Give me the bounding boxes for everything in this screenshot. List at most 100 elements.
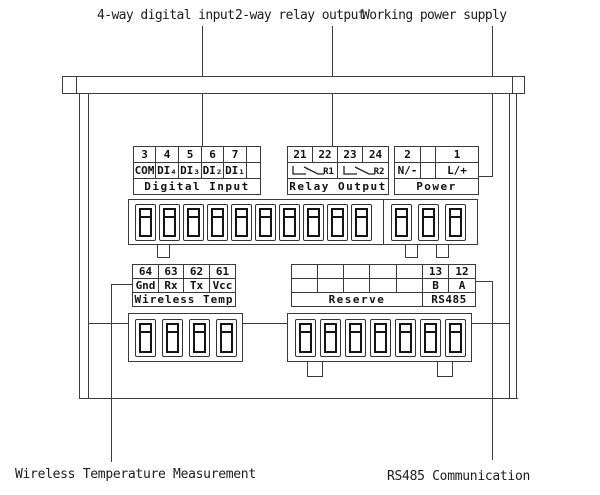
terminal-screw [255, 204, 276, 241]
leader-line-power-vertical [492, 26, 493, 177]
upper-left-terminals [135, 204, 372, 241]
empty-cell [369, 278, 397, 293]
leader-line-wireless-horizontal [111, 284, 132, 285]
terminal-screw [162, 319, 183, 357]
signal-name: COM [133, 162, 156, 179]
section-label-wireless-temp: Wireless Temp [132, 292, 236, 307]
leader-line-wireless-vertical [111, 284, 112, 462]
empty-cell [396, 278, 423, 293]
signal-name: N/- [394, 162, 421, 179]
annotation-digital-input: 4-way digital input [97, 8, 235, 23]
enclosure-left-ear [62, 76, 77, 94]
mounting-tab [405, 245, 418, 258]
annotation-working-power: Working power supply [362, 8, 507, 23]
terminal-number: 24 [362, 146, 389, 163]
terminal-screw [279, 204, 300, 241]
empty-cell [291, 278, 318, 293]
signal-name: Vcc [209, 278, 236, 293]
relay-output-table: 21 22 23 24 R1 R2 [287, 146, 389, 195]
lower-left-terminals [135, 319, 237, 357]
terminal-screw [231, 204, 252, 241]
terminal-number: 5 [178, 146, 202, 163]
terminal-number: 61 [209, 264, 236, 279]
empty-cell [246, 146, 261, 163]
relay-contact-cell: R2 [337, 162, 389, 179]
annotation-wireless-temperature: Wireless Temperature Measurement [15, 467, 256, 482]
mounting-tab [437, 362, 453, 377]
empty-cell [246, 162, 261, 179]
empty-cell [317, 278, 344, 293]
terminal-number: 7 [223, 146, 247, 163]
signal-name: DI₃ [178, 162, 202, 179]
terminal-screw [189, 319, 210, 357]
leader-line-rs485-vertical [492, 281, 493, 460]
relay-label: R1 [323, 167, 334, 177]
terminal-number: 63 [158, 264, 184, 279]
relay-contact-icon [342, 166, 375, 175]
terminal-screw [351, 204, 372, 241]
empty-cell [420, 146, 436, 163]
terminal-screw [345, 319, 366, 357]
relay-contact-icon [292, 166, 325, 175]
lower-right-connector [287, 313, 472, 362]
terminal-screw [445, 204, 466, 241]
lower-right-terminals [295, 319, 466, 357]
section-label-reserve: Reserve [291, 292, 423, 307]
terminal-screw [320, 319, 341, 357]
terminal-number: 4 [155, 146, 179, 163]
terminal-screw [370, 319, 391, 357]
relay-contact-cell: R1 [287, 162, 338, 179]
terminal-number: 64 [132, 264, 159, 279]
empty-cell [420, 162, 436, 179]
terminal-number: 2 [394, 146, 421, 163]
terminal-screw [303, 204, 324, 241]
empty-cell [291, 264, 318, 279]
enclosure-right-wall [509, 94, 517, 398]
terminal-number: 3 [133, 146, 156, 163]
section-label-digital-input: Digital Input [133, 178, 261, 195]
signal-name: Gnd [132, 278, 159, 293]
terminal-screw [420, 319, 441, 357]
mounting-tab [436, 245, 449, 258]
empty-cell [396, 264, 423, 279]
terminal-screw [159, 204, 180, 241]
section-label-relay-output: Relay Output [287, 178, 389, 195]
empty-cell [369, 264, 397, 279]
digital-input-table: 3 4 5 6 7 COM DI₄ DI₃ DI₂ DI₁ Digital In… [133, 146, 261, 195]
terminal-screw [295, 319, 316, 357]
mounting-tab [157, 245, 170, 258]
terminal-screw [135, 204, 156, 241]
signal-name: DI₂ [201, 162, 224, 179]
annotation-relay-output: 2-way relay output [235, 8, 366, 23]
enclosure-right-ear [512, 76, 525, 94]
terminal-number: 62 [183, 264, 210, 279]
terminal-screw [418, 204, 439, 241]
enclosure-top-bar [76, 76, 513, 94]
terminal-screw [391, 204, 412, 241]
terminal-screw [395, 319, 416, 357]
enclosure-bottom-edge [79, 398, 518, 399]
terminal-number: 23 [337, 146, 363, 163]
terminal-screw [207, 204, 228, 241]
signal-name: Tx [183, 278, 210, 293]
terminal-screw [216, 319, 237, 357]
strip-divider [383, 200, 384, 244]
terminal-number: 6 [201, 146, 224, 163]
signal-name: Rx [158, 278, 184, 293]
signal-name: A [448, 278, 476, 293]
leader-line-rs485-horizontal [475, 281, 492, 282]
signal-name: DI₄ [155, 162, 179, 179]
signal-name: DI₁ [223, 162, 247, 179]
terminal-number: 1 [435, 146, 479, 163]
terminal-number: 12 [448, 264, 476, 279]
power-table: 2 1 N/- L/+ Power [394, 146, 479, 195]
terminal-number: 22 [312, 146, 338, 163]
terminal-screw [445, 319, 466, 357]
annotation-rs485-communication: RS485 Communication [387, 469, 531, 484]
signal-name: L/+ [435, 162, 479, 179]
enclosure-left-wall [79, 94, 89, 398]
lower-left-connector [128, 313, 243, 362]
leader-line-power-horizontal [477, 176, 493, 177]
mounting-tab [307, 362, 323, 377]
relay-label: R2 [373, 167, 385, 177]
